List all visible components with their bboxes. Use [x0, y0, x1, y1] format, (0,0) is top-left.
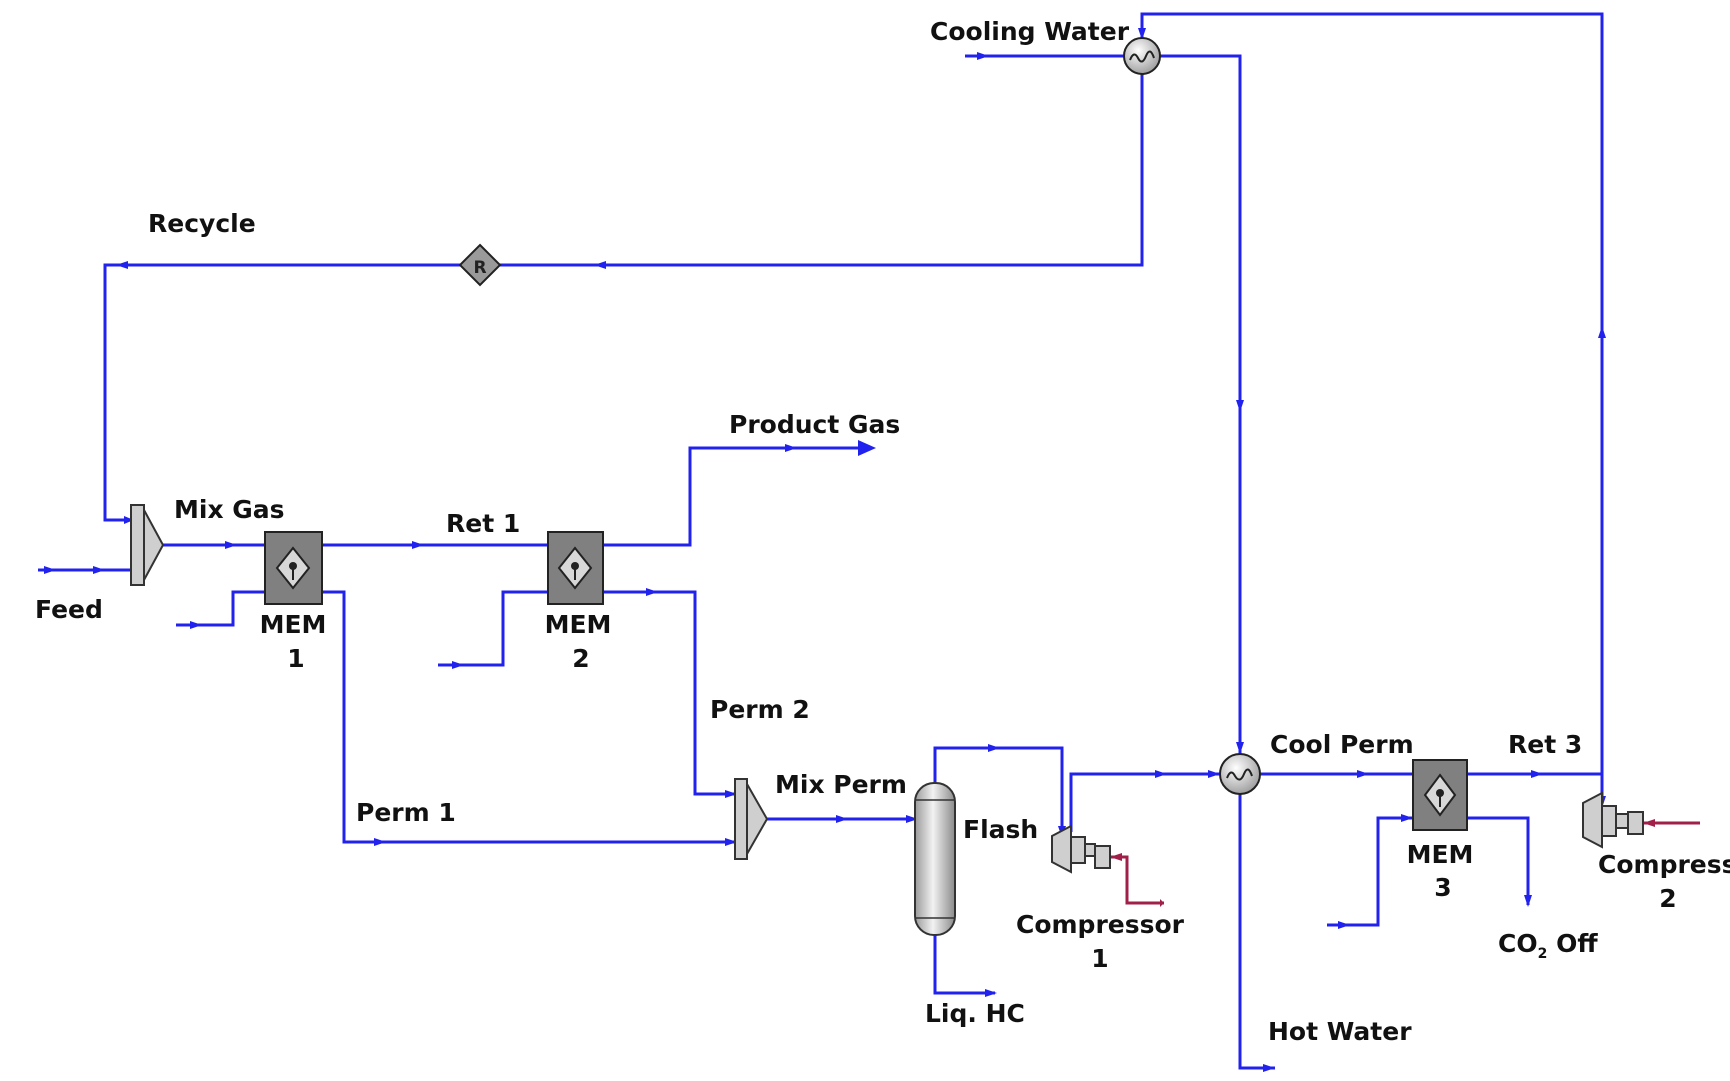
label-co2-off-suffix: Off — [1547, 929, 1598, 958]
label-recycle: Recycle — [148, 209, 256, 238]
stream-perm2[interactable] — [603, 590, 735, 796]
label-mix-perm: Mix Perm — [775, 770, 907, 799]
energy-compressor1[interactable] — [1110, 855, 1164, 905]
label-ret1: Ret 1 — [446, 509, 520, 538]
stream-compressor1-out[interactable] — [1069, 772, 1220, 832]
label-mem3-line2: 3 — [1434, 873, 1451, 902]
label-cooling-water: Cooling Water — [930, 17, 1130, 46]
mixer-mix-perm[interactable] — [734, 778, 769, 860]
stream-cooled-recycle[interactable] — [490, 72, 1144, 267]
stream-mem1-sweep[interactable] — [176, 590, 265, 627]
label-perm1: Perm 1 — [356, 798, 456, 827]
stream-product-gas[interactable] — [603, 446, 860, 547]
heat-exchanger-cooler[interactable] — [1123, 37, 1161, 75]
stream-cooling-water-out[interactable] — [1160, 54, 1242, 754]
label-flash: Flash — [963, 815, 1038, 844]
mixer-mix-gas[interactable] — [130, 504, 165, 586]
svg-text:R: R — [473, 258, 486, 278]
label-compressor1-line2: 1 — [1091, 944, 1108, 973]
label-perm2: Perm 2 — [710, 695, 810, 724]
label-ret3: Ret 3 — [1508, 730, 1582, 759]
label-cool-perm: Cool Perm — [1270, 730, 1414, 759]
compressor-2[interactable] — [1582, 791, 1644, 849]
label-hot-water: Hot Water — [1268, 1017, 1412, 1046]
label-feed: Feed — [35, 595, 103, 624]
label-mem1-line2: 1 — [287, 644, 304, 673]
stream-ret3[interactable] — [1467, 772, 1604, 803]
stream-recycle[interactable] — [103, 263, 475, 522]
label-mem2-line1: MEM — [545, 610, 612, 639]
label-mix-gas: Mix Gas — [174, 495, 285, 524]
flash-vessel[interactable] — [914, 782, 956, 936]
label-compressor1-line1: Compressor — [1016, 910, 1185, 939]
membrane-unit-mem3[interactable] — [1412, 759, 1468, 831]
label-liq-hc: Liq. HC — [925, 999, 1025, 1028]
heat-exchanger-cool-perm[interactable] — [1219, 753, 1261, 795]
stream-compressor2-out[interactable] — [1140, 12, 1604, 803]
label-co2-off-subscript: 2 — [1538, 946, 1548, 962]
label-mem1-line1: MEM — [260, 610, 327, 639]
stream-perm1[interactable] — [322, 590, 735, 844]
label-co2-off: CO2 Off — [1498, 929, 1598, 962]
membrane-unit-mem2[interactable] — [547, 531, 604, 605]
label-compressor2-line2: 2 — [1659, 884, 1676, 913]
compressor-1[interactable] — [1051, 824, 1111, 874]
label-product-gas: Product Gas — [729, 410, 900, 439]
label-compressor2-line1: Compresso — [1598, 850, 1730, 879]
membrane-unit-mem1[interactable] — [264, 531, 323, 605]
stream-mem3-sweep[interactable] — [1327, 816, 1413, 927]
stream-liq-hc[interactable] — [933, 935, 995, 995]
label-mem2-line2: 2 — [572, 644, 589, 673]
label-mem3-line1: MEM — [1407, 840, 1474, 869]
flow-arrows — [44, 28, 1655, 1072]
stream-mem2-sweep[interactable] — [438, 590, 548, 667]
recycle-block[interactable]: R — [458, 243, 502, 287]
label-co2-off-prefix: CO — [1498, 929, 1538, 958]
stream-co2-off[interactable] — [1467, 816, 1530, 905]
